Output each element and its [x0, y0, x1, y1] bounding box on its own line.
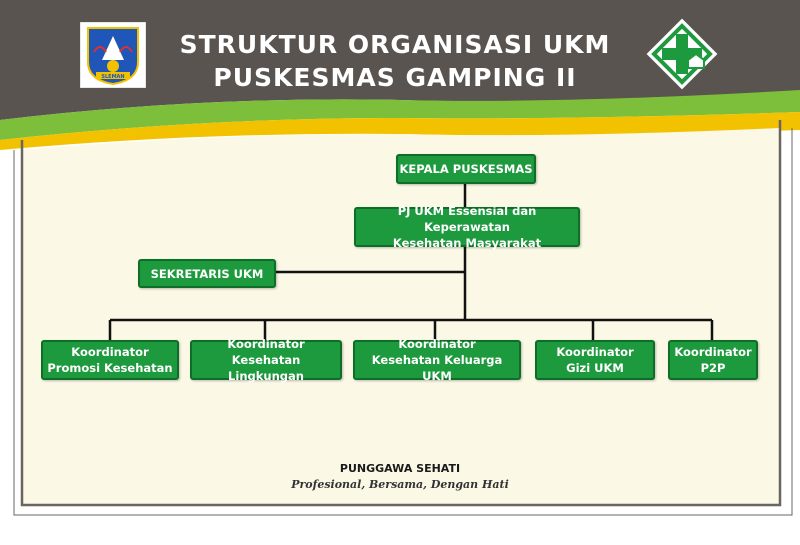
node-koordinator-kesga: Koordinator Kesehatan Keluarga UKM [353, 337, 521, 383]
node-koordinator-kesling: Koordinator Kesehatan Lingkungan [190, 337, 342, 383]
puskesmas-logo [646, 18, 718, 90]
chart-title-line-2: PUSKESMAS GAMPING II [213, 63, 577, 92]
node-kepala-puskesmas: KEPALA PUSKESMAS [396, 154, 536, 184]
regency-crest-logo: SLEMAN [80, 22, 146, 88]
node-koordinator-promkes: Koordinator Promosi Kesehatan [41, 340, 179, 380]
node-pj-ukm: PJ UKM Essensial dan Keperawatan Kesehat… [354, 204, 580, 250]
chart-title-line-1: STRUKTUR ORGANISASI UKM [179, 30, 611, 59]
crest-label: SLEMAN [101, 74, 124, 80]
footer-tagline: Profesional, Bersama, Dengan Hati [291, 478, 509, 491]
node-koordinator-gizi: Koordinator Gizi UKM [535, 340, 655, 380]
footer-title: PUNGGAWA SEHATI [339, 462, 461, 475]
node-koordinator-p2p: Koordinator P2P [668, 340, 758, 380]
node-sekretaris-ukm: SEKRETARIS UKM [138, 259, 276, 288]
